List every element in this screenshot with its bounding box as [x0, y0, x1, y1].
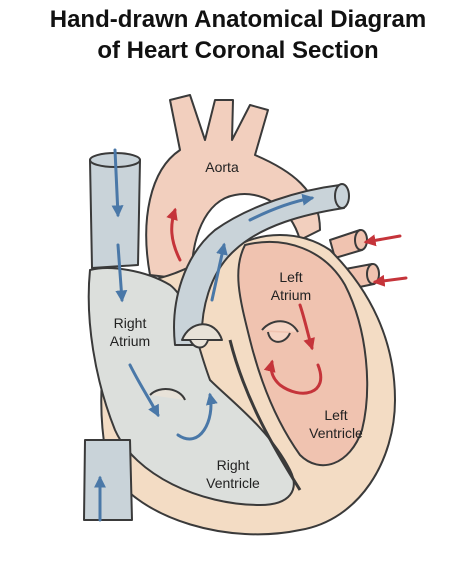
label-right-atrium-2: Atrium [110, 333, 150, 349]
blue-flow-arrows [94, 148, 315, 522]
flow-arrow-ventricle-curl [176, 392, 218, 441]
flow-arrow-aorta-up [166, 207, 182, 262]
flow-arrow-pv-upper [363, 234, 402, 247]
pulmonary-valve [181, 323, 223, 349]
label-aorta: Aorta [205, 159, 239, 175]
interventricular-septum [228, 339, 302, 491]
flow-arrow-svc-atrium [115, 243, 128, 303]
mitral-valve [261, 320, 299, 343]
flow-arrow-svc-down [111, 148, 124, 218]
left-chambers [237, 241, 369, 467]
title-line-1: Hand-drawn Anatomical Diagram [49, 6, 427, 33]
label-left-atrium-1: Left [279, 269, 302, 285]
tricuspid-valve [149, 388, 186, 401]
label-left-atrium-2: Atrium [271, 287, 311, 303]
label-right-ventricle-1: Right [217, 457, 250, 473]
title-line-2: of Heart Coronal Section [97, 37, 379, 64]
flow-arrow-pulmonary-up [210, 242, 228, 302]
label-right-atrium-1: Right [114, 315, 147, 331]
flow-arrow-pv-lower [372, 274, 408, 287]
flow-arrow-atrium-ventricle [128, 363, 160, 418]
flow-arrow-pulmonary-right [248, 193, 315, 222]
label-left-ventricle-2: Ventricle [309, 425, 363, 441]
flow-arrow-atrium-down [298, 303, 315, 351]
red-flow-arrows [166, 207, 408, 395]
label-left-ventricle-1: Left [324, 407, 347, 423]
diagram-title: Hand-drawn Anatomical Diagram of Heart C… [0, 4, 476, 66]
flow-arrow-ventricle-curl-red [263, 359, 323, 395]
label-right-ventricle-2: Ventricle [206, 475, 260, 491]
inferior-vena-cava [83, 439, 133, 521]
chamber-labels: Aorta Left Atrium Right Atrium Left Vent… [110, 159, 363, 491]
